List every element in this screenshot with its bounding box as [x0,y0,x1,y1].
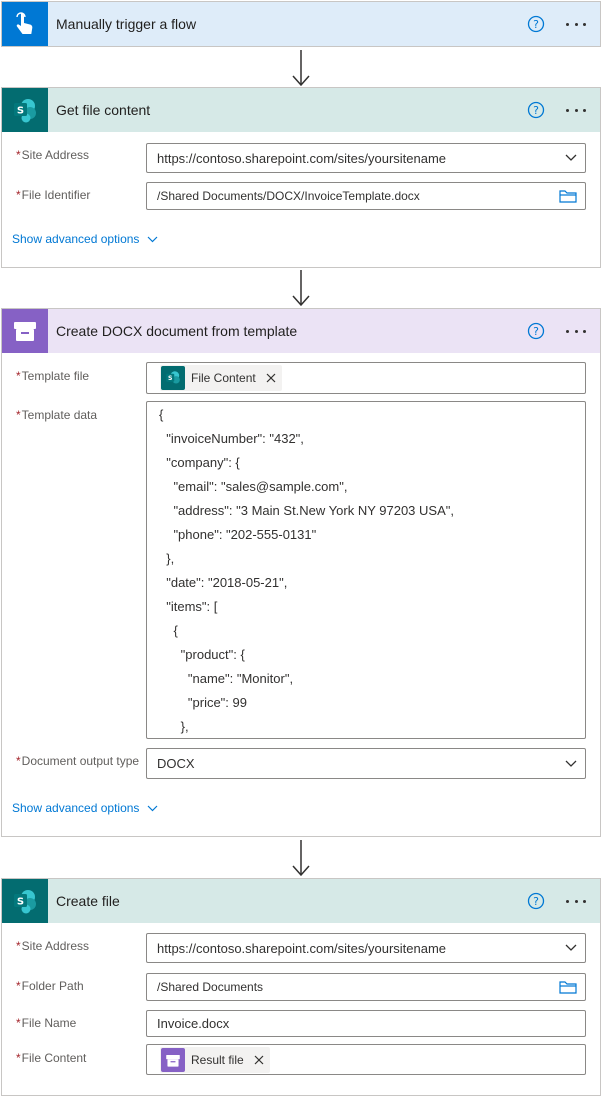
result-file-token-label: Result file [191,1053,244,1067]
chevron-down-icon [565,760,577,767]
document-output-type-label: *Document output type [16,754,140,768]
get-file-content-card: S Get file content ? *Site Address https… [1,87,601,268]
folder-path-input[interactable]: /Shared Documents [146,973,586,1001]
document-output-type-dropdown[interactable]: DOCX [146,748,586,779]
site-address-value: https://contoso.sharepoint.com/sites/you… [157,150,447,166]
json-line: "product": { [159,647,245,662]
arrow-down-icon [292,270,310,307]
chevron-down-icon [565,154,577,161]
create-docx-title: Create DOCX document from template [56,323,298,339]
result-file-token[interactable]: Result file [160,1047,270,1073]
site-address-dropdown[interactable]: https://contoso.sharepoint.com/sites/you… [146,143,586,173]
help-icon[interactable]: ? [527,892,545,910]
more-icon[interactable] [564,14,588,34]
chevron-down-icon [148,805,158,811]
file-content-token[interactable]: S File Content [160,365,282,391]
json-line: "date": "2018-05-21", [159,575,288,590]
sharepoint-icon: S [161,366,185,390]
touch-hand-icon [2,2,48,46]
show-advanced-options-text: Show advanced options [12,801,140,815]
trigger-card: Manually trigger a flow ? [1,1,601,47]
file-name-label: *File Name [16,1016,77,1030]
trigger-card-header[interactable]: Manually trigger a flow ? [2,2,600,46]
json-line: "invoiceNumber": "432", [159,431,304,446]
show-advanced-options-link[interactable]: Show advanced options [12,801,158,815]
svg-text:S: S [17,106,24,117]
chevron-down-icon [565,944,577,951]
svg-text:?: ? [533,325,539,338]
document-output-type-value: DOCX [157,756,195,771]
help-icon[interactable]: ? [527,101,545,119]
svg-text:S: S [168,375,172,382]
folder-icon[interactable] [559,189,577,203]
help-icon[interactable]: ? [527,15,545,33]
more-icon[interactable] [564,100,588,120]
svg-text:?: ? [533,104,539,117]
archive-box-icon [2,309,48,353]
chevron-down-icon [148,236,158,242]
json-line: }, [159,719,189,734]
json-line: "email": "sales@sample.com", [159,479,348,494]
create-file-header[interactable]: S Create file ? [2,879,600,923]
folder-path-value: /Shared Documents [157,980,264,994]
folder-icon[interactable] [559,980,577,994]
help-icon[interactable]: ? [527,322,545,340]
more-icon[interactable] [564,321,588,341]
file-identifier-input[interactable]: /Shared Documents/DOCX/InvoiceTemplate.d… [146,182,586,210]
file-content-label: *File Content [16,1051,87,1065]
json-line: "phone": "202-555-0131" [159,527,317,542]
sharepoint-icon: S [2,879,48,923]
create-docx-card: Create DOCX document from template ? *Te… [1,308,601,837]
get-file-content-header[interactable]: S Get file content ? [2,88,600,132]
json-line: "company": { [159,455,240,470]
json-line: "price": 99 [159,695,247,710]
site-address-label: *Site Address [16,148,90,162]
close-icon[interactable] [254,1055,264,1065]
template-data-textarea[interactable]: { "invoiceNumber": "432", "company": { "… [146,401,586,739]
json-line: }, [159,551,175,566]
json-line: { [159,623,178,638]
create-file-title: Create file [56,893,120,909]
svg-text:S: S [17,897,24,908]
folder-path-label: *Folder Path [16,979,84,993]
json-line: "items": [ [159,599,218,614]
arrow-down-icon [292,50,310,87]
json-line: "name": "Monitor", [159,671,294,686]
archive-box-icon [161,1048,185,1072]
svg-text:?: ? [533,18,539,31]
show-advanced-options-link[interactable]: Show advanced options [12,232,158,246]
file-name-input[interactable]: Invoice.docx [146,1010,586,1037]
more-icon[interactable] [564,891,588,911]
template-file-label: *Template file [16,369,90,383]
file-name-value: Invoice.docx [157,1016,230,1031]
template-data-label: *Template data [16,408,98,422]
close-icon[interactable] [266,373,276,383]
arrow-down-icon [292,840,310,877]
svg-text:?: ? [533,895,539,908]
json-line: { [159,407,164,422]
site-address-value: https://contoso.sharepoint.com/sites/you… [157,940,447,956]
site-address-label: *Site Address [16,939,90,953]
file-content-token-label: File Content [191,371,256,385]
get-file-content-title: Get file content [56,102,151,118]
show-advanced-options-text: Show advanced options [12,232,140,246]
create-file-card: S Create file ? *Site Address https://co… [1,878,601,1096]
create-docx-header[interactable]: Create DOCX document from template ? [2,309,600,353]
file-identifier-label: *File Identifier [16,188,91,202]
file-identifier-value: /Shared Documents/DOCX/InvoiceTemplate.d… [157,189,420,203]
json-line: "address": "3 Main St.New York NY 97203 … [159,503,454,518]
site-address-dropdown[interactable]: https://contoso.sharepoint.com/sites/you… [146,933,586,963]
sharepoint-icon: S [2,88,48,132]
trigger-card-title: Manually trigger a flow [56,16,197,32]
